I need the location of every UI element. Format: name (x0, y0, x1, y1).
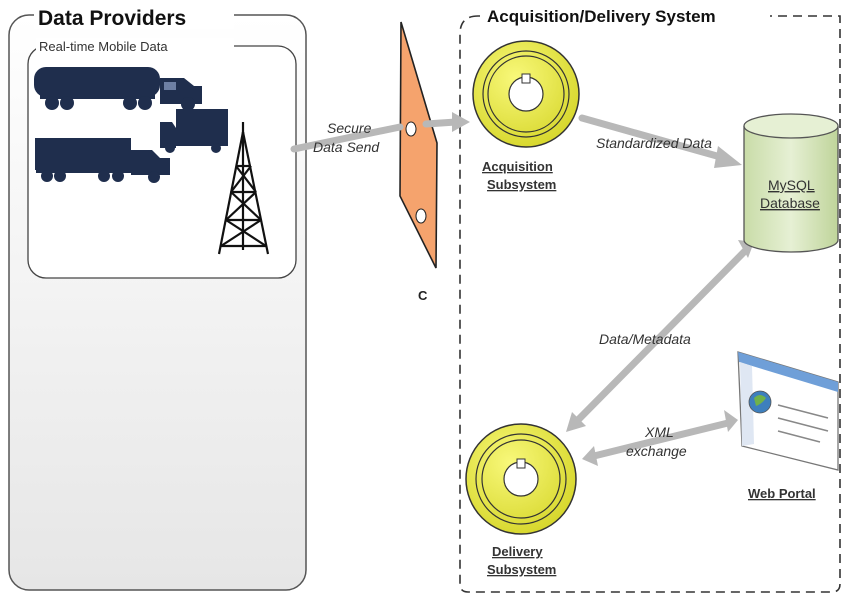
firewall-label: C (418, 288, 428, 303)
system-boundary (459, 15, 841, 593)
arrowhead (566, 412, 586, 432)
data-providers-title: Data Providers (38, 7, 186, 30)
firewall-port-icon (405, 121, 417, 137)
database-label: MySQL (768, 177, 815, 193)
firewall-port-icon (415, 208, 427, 224)
arrow-delivery-webportal (590, 419, 732, 460)
edge-label-xml: exchange (626, 443, 687, 459)
delivery-label: Subsystem (487, 562, 556, 577)
arrowhead (452, 112, 470, 132)
edge-label-standardized: Standardized Data (596, 135, 712, 151)
system-title: Acquisition/Delivery System (487, 7, 716, 26)
database-label: Database (760, 195, 820, 211)
arrowhead (724, 410, 738, 432)
arrow-provider-to-firewall (290, 123, 404, 153)
mobile-data-label: Real-time Mobile Data (39, 39, 168, 54)
firewall-shape (399, 21, 438, 269)
arrowhead (582, 446, 598, 466)
tanker-truck-icon (34, 67, 202, 111)
semi-truck-icon (35, 138, 170, 183)
acquisition-subsystem (472, 40, 580, 148)
arrowhead (714, 146, 742, 168)
edge-label-data-metadata: Data/Metadata (599, 331, 691, 347)
web-portal-icon (737, 351, 839, 471)
box-truck-icon (160, 109, 228, 153)
edge-label-secure: Data Send (313, 139, 380, 155)
arrow-database-delivery (574, 246, 750, 424)
acquisition-label: Acquisition (482, 159, 553, 174)
delivery-label: Delivery (492, 544, 543, 559)
arrow-acquisition-to-database (578, 114, 728, 162)
web-portal-label: Web Portal (748, 486, 816, 501)
delivery-subsystem (465, 423, 577, 535)
acquisition-label: Subsystem (487, 177, 556, 192)
edge-label-secure: Secure (327, 120, 372, 136)
database-icon (743, 113, 839, 253)
radio-tower-icon (217, 122, 270, 255)
arrow-firewall-to-acquisition (422, 118, 460, 128)
edge-label-xml: XML (644, 424, 674, 440)
